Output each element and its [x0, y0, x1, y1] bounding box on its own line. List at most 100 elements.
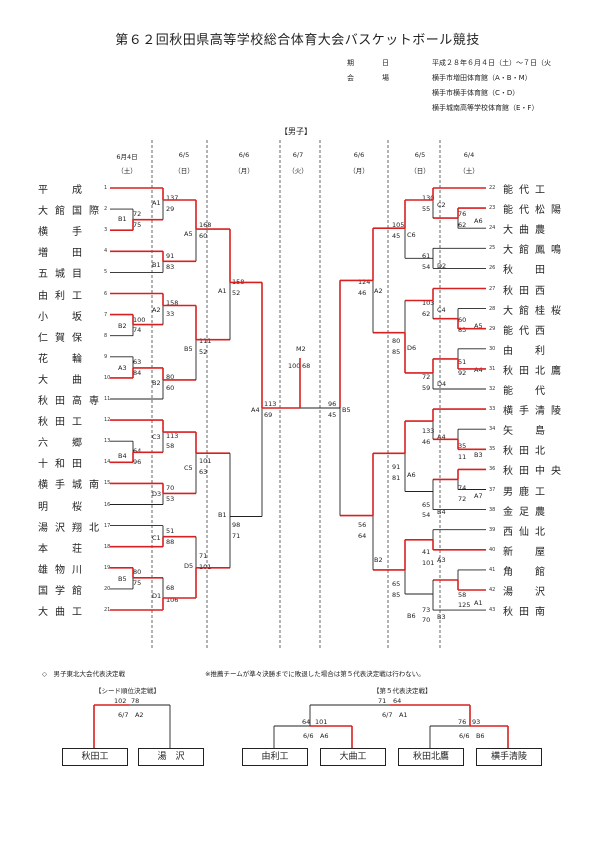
game-score: 60 [458, 316, 467, 324]
game-score: 91 [166, 252, 175, 260]
game-label: B4 [118, 452, 127, 460]
team-name-right: 由 利 [503, 345, 551, 357]
seed-team-box: 秋田工 [62, 748, 128, 766]
team-name-left: 横手城南 [38, 480, 106, 492]
game-score: 85 [392, 348, 401, 356]
game-label: B1 [152, 261, 161, 269]
footer-note-1: ◇ 男子東北大会代表決定戦 [42, 670, 125, 678]
team-seed-left: 2 [104, 206, 108, 213]
fifth-team-box: 大曲工 [320, 748, 386, 766]
game-label: A1 [474, 599, 483, 607]
fifth-top-score-left: 71 [378, 697, 387, 705]
team-name-left: 十和田 [38, 459, 89, 471]
team-seed-right: 31 [489, 365, 496, 372]
fifth-right-score-right: 93 [472, 718, 481, 726]
game-score: 84 [133, 369, 142, 377]
team-name-left: 仁賀保 [38, 332, 89, 344]
round-date: 6/6 [238, 151, 250, 159]
team-name-left: 五城目 [38, 269, 89, 281]
game-label: C4 [437, 306, 446, 314]
game-score: 70 [166, 484, 175, 492]
team-name-right: 男鹿工 [503, 486, 551, 498]
game-label: A1 [218, 287, 227, 295]
game-label: A3 [118, 364, 127, 372]
game-score: 68 [302, 362, 311, 370]
team-seed-right: 40 [489, 546, 496, 553]
game-score: 83 [458, 326, 467, 334]
game-label: B6 [407, 612, 416, 620]
game-label: B1 [218, 511, 227, 519]
team-name-right: 能代工 [503, 185, 551, 196]
seed-info: 6/7 A2 [118, 711, 144, 719]
game-score: 100 [288, 362, 301, 370]
game-score: 58 [166, 442, 175, 450]
game-score: 54 [422, 263, 431, 271]
game-label: D5 [184, 562, 194, 570]
game-score: 75 [133, 221, 142, 229]
game-score: 75 [133, 579, 142, 587]
game-score: 51 [166, 527, 175, 535]
seed-score-right: 78 [131, 697, 140, 705]
fifth-team-box: 由利工 [242, 748, 308, 766]
game-score: 45 [328, 411, 337, 419]
team-seed-left: 20 [104, 585, 111, 592]
game-score: 71 [199, 552, 208, 560]
game-score: 46 [422, 438, 431, 446]
team-seed-left: 9 [104, 353, 108, 360]
game-score: 61 [422, 252, 431, 260]
team-seed-right: 41 [489, 566, 496, 573]
team-name-left: 大館国際 [38, 206, 106, 218]
game-score: 71 [232, 532, 241, 540]
team-name-right: 能 代 [503, 386, 551, 397]
game-score: 101 [199, 457, 212, 465]
team-name-right: 大館鳳鳴 [503, 245, 567, 257]
fifth-title: 【第５代表決定戦】 [373, 687, 432, 695]
team-name-right: 秋田北 [503, 446, 551, 458]
game-score: 51 [458, 358, 467, 366]
game-label: A5 [184, 230, 193, 238]
team-seed-right: 34 [489, 426, 496, 433]
team-seed-left: 19 [104, 564, 111, 571]
fifth-top-info: 6/7 A1 [382, 711, 408, 719]
game-score: 65 [392, 580, 401, 588]
team-seed-right: 35 [489, 446, 496, 453]
game-score: 80 [392, 337, 401, 345]
seed-team-box: 湯 沢 [138, 748, 204, 766]
game-score: 72 [458, 495, 467, 503]
game-label: A6 [407, 471, 416, 479]
fifth-right-info: 6/6 B6 [459, 732, 485, 740]
team-seed-left: 17 [104, 522, 111, 529]
game-score: 60 [166, 384, 175, 392]
team-seed-right: 22 [489, 185, 496, 191]
team-seed-left: 12 [104, 417, 111, 424]
game-score: 100 [133, 316, 146, 324]
game-label: B3 [437, 613, 446, 621]
team-name-left: 増 田 [38, 248, 89, 260]
team-seed-right: 36 [489, 466, 496, 473]
venue-3: 横手城南高等学校体育館（E・F） [432, 104, 539, 112]
game-score: 125 [458, 601, 471, 609]
game-label: C6 [407, 231, 416, 239]
game-label: C5 [184, 464, 193, 472]
round-weekday: （月） [234, 167, 254, 175]
game-score: 33 [166, 310, 175, 318]
game-label: C2 [437, 201, 446, 209]
round-date: 6/5 [178, 151, 190, 159]
game-score: 55 [422, 205, 431, 213]
game-score: 53 [166, 495, 175, 503]
game-label: C3 [152, 433, 161, 441]
team-seed-right: 38 [489, 506, 496, 513]
game-score: 70 [422, 616, 431, 624]
game-score: 158 [166, 299, 179, 307]
game-score: 96 [133, 458, 142, 466]
team-name-right: 秋田西 [503, 285, 551, 297]
game-score: 106 [166, 596, 179, 604]
round-weekday: （日） [410, 167, 430, 175]
team-name-right: 能代西 [503, 325, 551, 337]
game-label: A2 [152, 306, 161, 314]
team-name-left: 秋田高専 [38, 396, 106, 407]
team-seed-right: 30 [489, 345, 496, 352]
game-score: 62 [422, 310, 431, 318]
team-name-right: 大館桂桜 [503, 305, 567, 317]
team-name-right: 秋 田 [503, 265, 551, 277]
